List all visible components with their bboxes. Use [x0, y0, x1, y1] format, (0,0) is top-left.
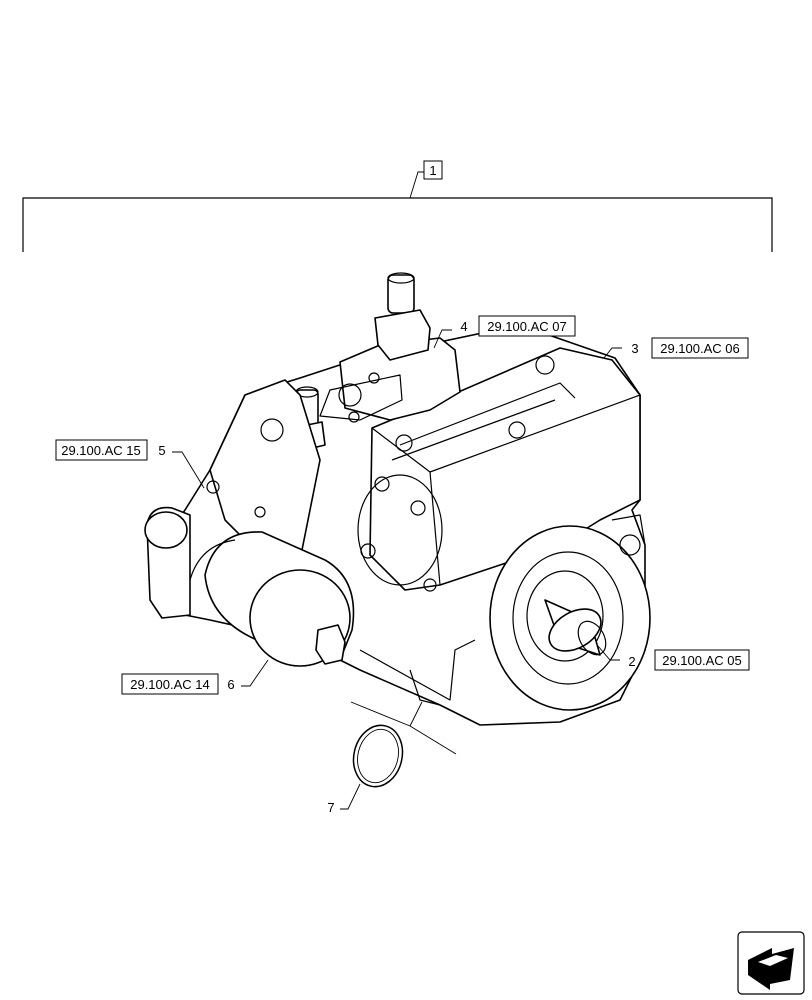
- axis-line: [350, 701, 457, 755]
- next-page-arrow-icon[interactable]: [737, 931, 805, 995]
- callout-7: 7: [327, 783, 361, 815]
- callout-5-reference: 29.100.AC 15: [61, 443, 141, 458]
- callout-6-number: 6: [227, 677, 234, 692]
- callout-4: 4 29.100.AC 07: [433, 315, 576, 349]
- callout-6-reference: 29.100.AC 14: [130, 677, 210, 692]
- callout-4-reference: 29.100.AC 07: [487, 319, 567, 334]
- callout-2-number: 2: [628, 654, 635, 669]
- callout-3-reference: 29.100.AC 06: [660, 341, 740, 356]
- callout-5: 29.100.AC 15 5: [55, 439, 205, 489]
- hydraulic-pump-illustration: [144, 272, 651, 726]
- callout-3-number: 3: [631, 341, 638, 356]
- callout-6: 29.100.AC 14 6: [121, 659, 269, 695]
- o-ring-illustration: [352, 724, 404, 788]
- callout-5-number: 5: [158, 443, 165, 458]
- callout-2-reference: 29.100.AC 05: [662, 653, 742, 668]
- callout-1: 1: [423, 160, 443, 180]
- assembly-bracket: [22, 171, 773, 252]
- callout-3: 3 29.100.AC 06: [603, 337, 749, 359]
- callout-7-number: 7: [327, 800, 334, 815]
- callout-1-number: 1: [429, 163, 436, 178]
- callout-2: 2 29.100.AC 05: [597, 645, 750, 671]
- callout-4-number: 4: [460, 319, 467, 334]
